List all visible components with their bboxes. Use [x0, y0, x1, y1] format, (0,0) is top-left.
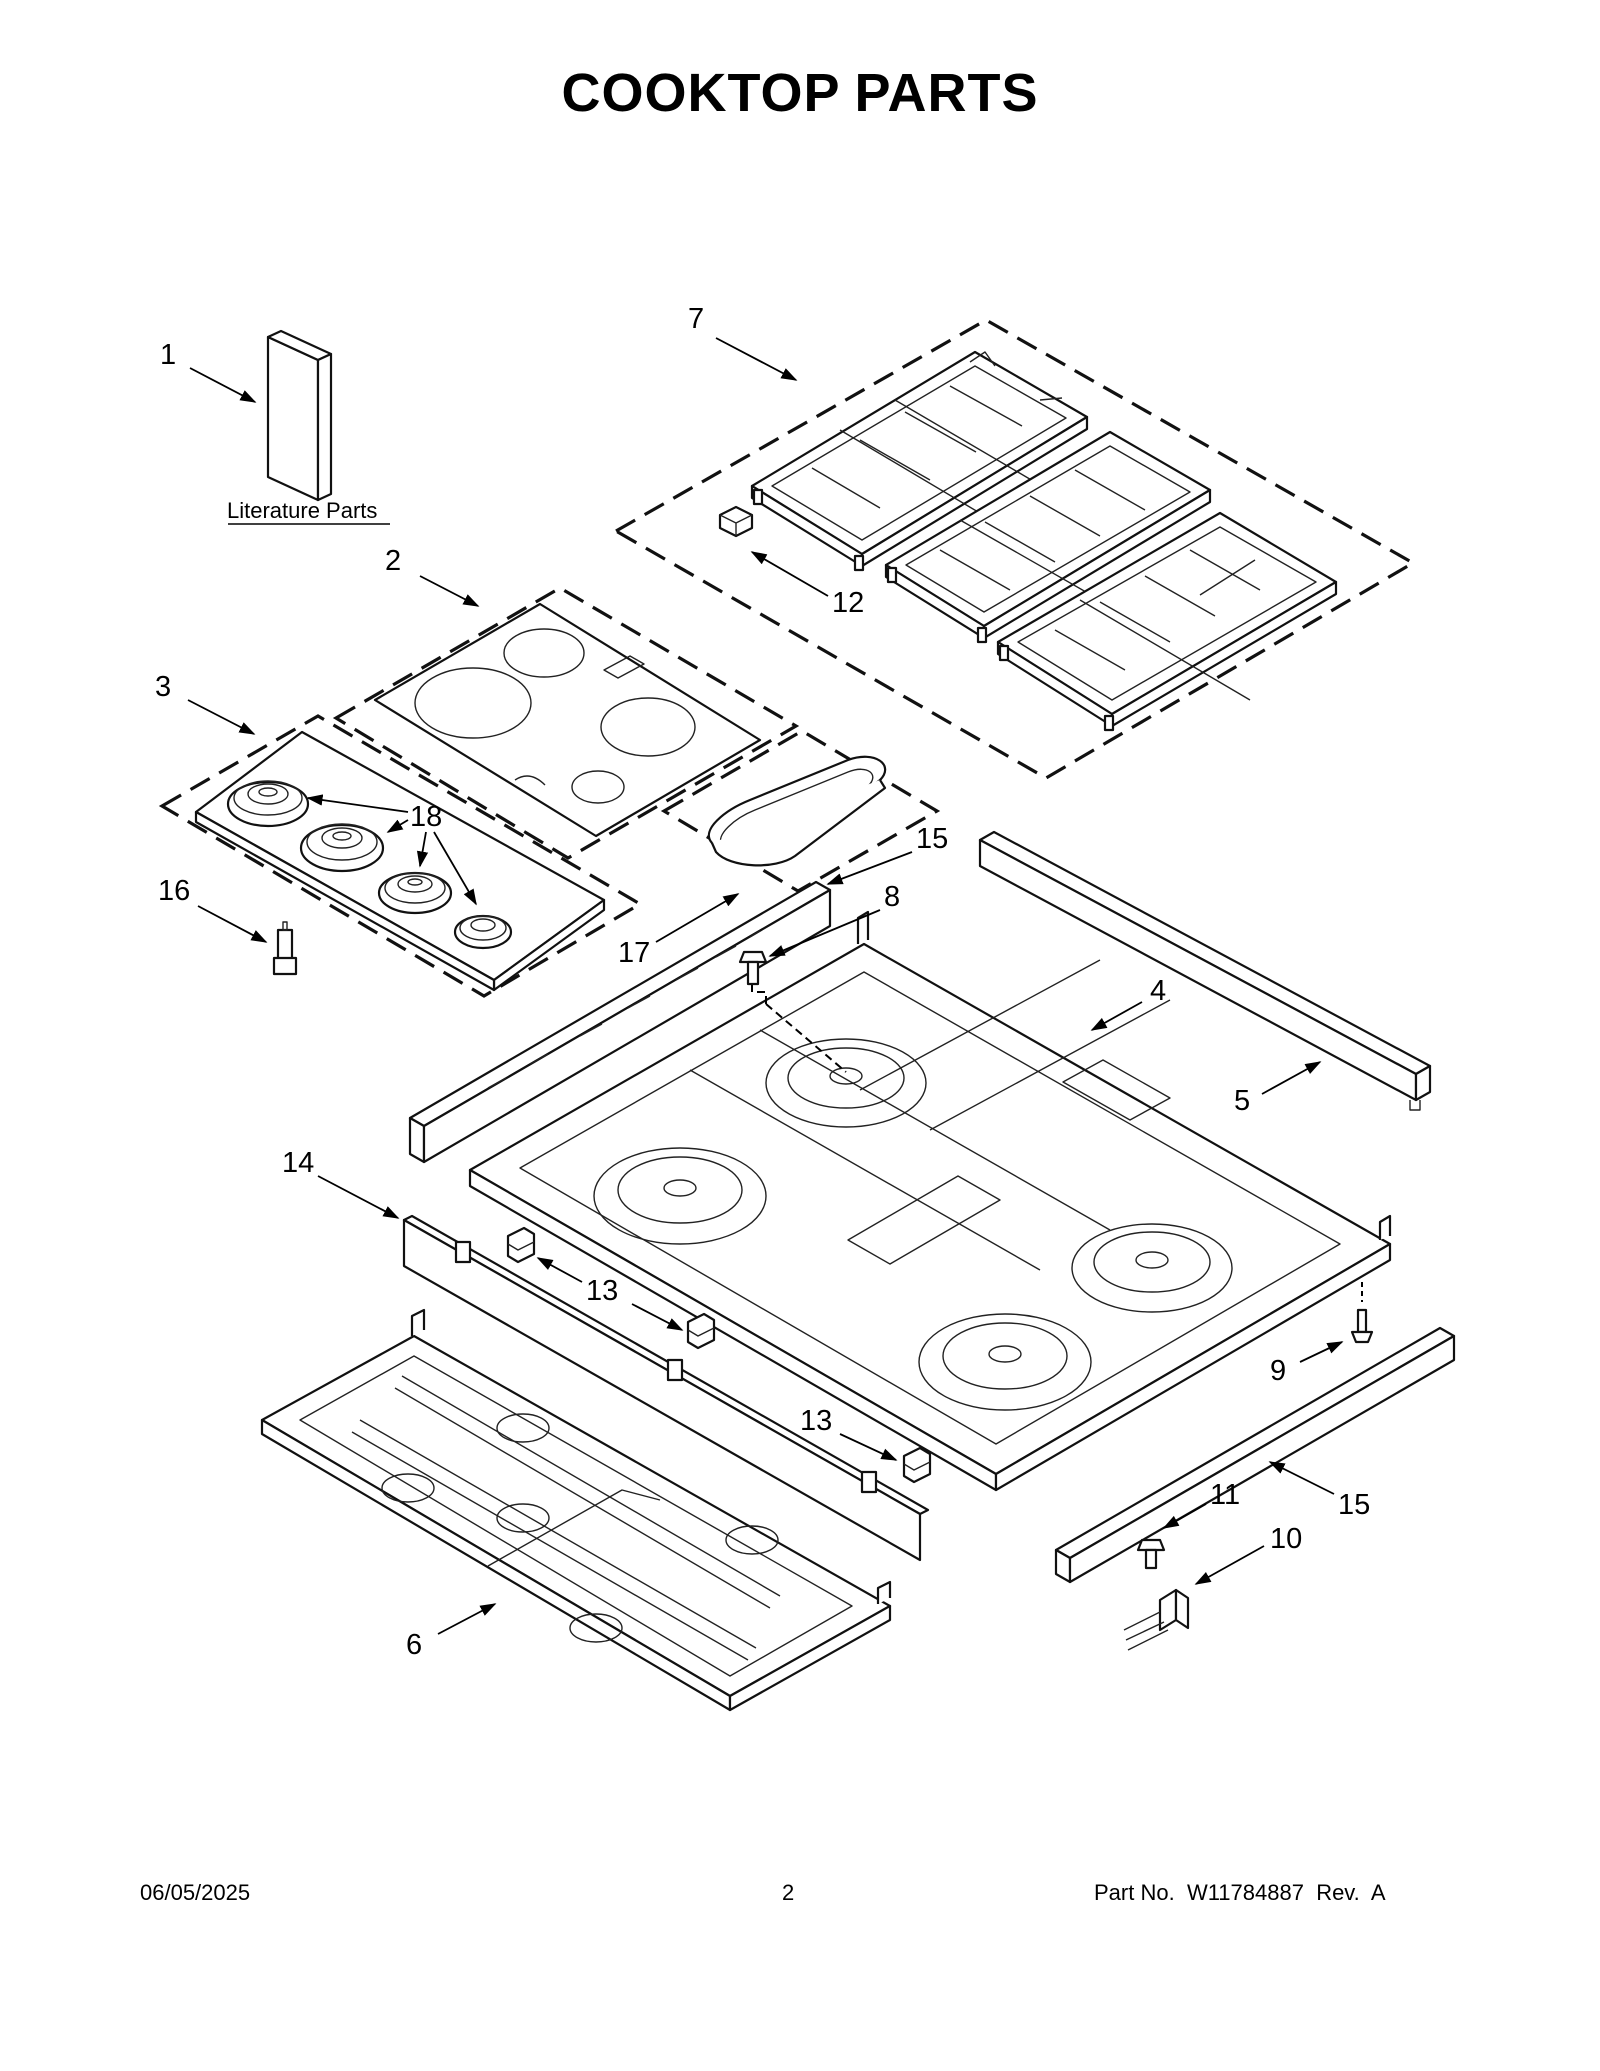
- burner-grates: [718, 350, 1338, 732]
- screw-top: [738, 950, 768, 986]
- part-number-label: Part No.: [1094, 1880, 1175, 1905]
- callout-9: 9: [1270, 1355, 1286, 1387]
- screw-locator-line-2: [765, 1003, 847, 1073]
- callout-15b: 15: [1338, 1489, 1370, 1521]
- igniter-bracket: [1123, 1588, 1190, 1651]
- footer-part-info: Part No. W11784887 Rev. A: [1094, 1880, 1386, 1906]
- spring-clip-1: [506, 1226, 536, 1264]
- callout-3: 3: [155, 671, 171, 703]
- grate-right: [996, 511, 1338, 732]
- part-number: W11784887: [1186, 1880, 1304, 1905]
- title-word-1: COOKTOP: [561, 63, 841, 123]
- spring-clip-2: [686, 1312, 716, 1350]
- grate-foot: [718, 505, 754, 538]
- title-word-2: PARTS: [854, 63, 1039, 123]
- bottom-burner-tray: [260, 1308, 892, 1712]
- callout-12: 12: [832, 587, 864, 619]
- callout-10: 10: [1270, 1523, 1302, 1555]
- callout-5: 5: [1234, 1085, 1250, 1117]
- burner-head-1: [226, 780, 310, 828]
- cooktop-glass-group-outline: [332, 586, 800, 860]
- grates-group-outline: [612, 318, 1417, 780]
- grate-center: [884, 430, 1212, 644]
- front-trim-rail-left: [408, 880, 832, 1164]
- callout-14: 14: [282, 1147, 314, 1179]
- callout-18: 18: [410, 801, 442, 833]
- footer-date: 06/05/2025: [140, 1880, 251, 1905]
- burner-top-group-outline: [158, 714, 644, 998]
- griddle-cover: [707, 755, 887, 867]
- burner-heads: [226, 780, 513, 950]
- burner-head-2: [299, 823, 385, 873]
- callout-16: 16: [158, 875, 190, 907]
- burner-head-3: [377, 871, 453, 915]
- callout-2: 2: [385, 545, 401, 577]
- rear-trim-rail: [978, 830, 1432, 1111]
- screw-lower: [1136, 1538, 1166, 1570]
- callout-11: 11: [1210, 1479, 1240, 1511]
- revision: A: [1370, 1880, 1386, 1905]
- igniter: [272, 921, 298, 976]
- revision-label: Rev.: [1316, 1880, 1360, 1905]
- cooktop-main-pan: [468, 910, 1392, 1492]
- callout-13a: 13: [586, 1275, 618, 1307]
- callout-6: 6: [406, 1629, 422, 1661]
- screw-right: [1350, 1282, 1374, 1344]
- burner-head-4: [453, 914, 513, 950]
- grate-left: [750, 350, 1089, 572]
- spring-clip-3: [902, 1446, 932, 1484]
- callout-13b: 13: [800, 1405, 832, 1437]
- callout-7: 7: [688, 303, 704, 335]
- callout-17: 17: [618, 937, 650, 969]
- glass-cooktop: [373, 602, 762, 838]
- callout-1: 1: [160, 339, 176, 371]
- footer-page-number: 2: [782, 1880, 795, 1905]
- callout-8: 8: [884, 881, 900, 913]
- literature-booklet: [266, 329, 333, 502]
- callout-15a: 15: [916, 823, 948, 855]
- literature-label: Literature Parts: [227, 498, 377, 523]
- front-bracket: [402, 1214, 930, 1562]
- callout-4: 4: [1150, 975, 1166, 1007]
- screw-locator-line: [751, 980, 767, 1004]
